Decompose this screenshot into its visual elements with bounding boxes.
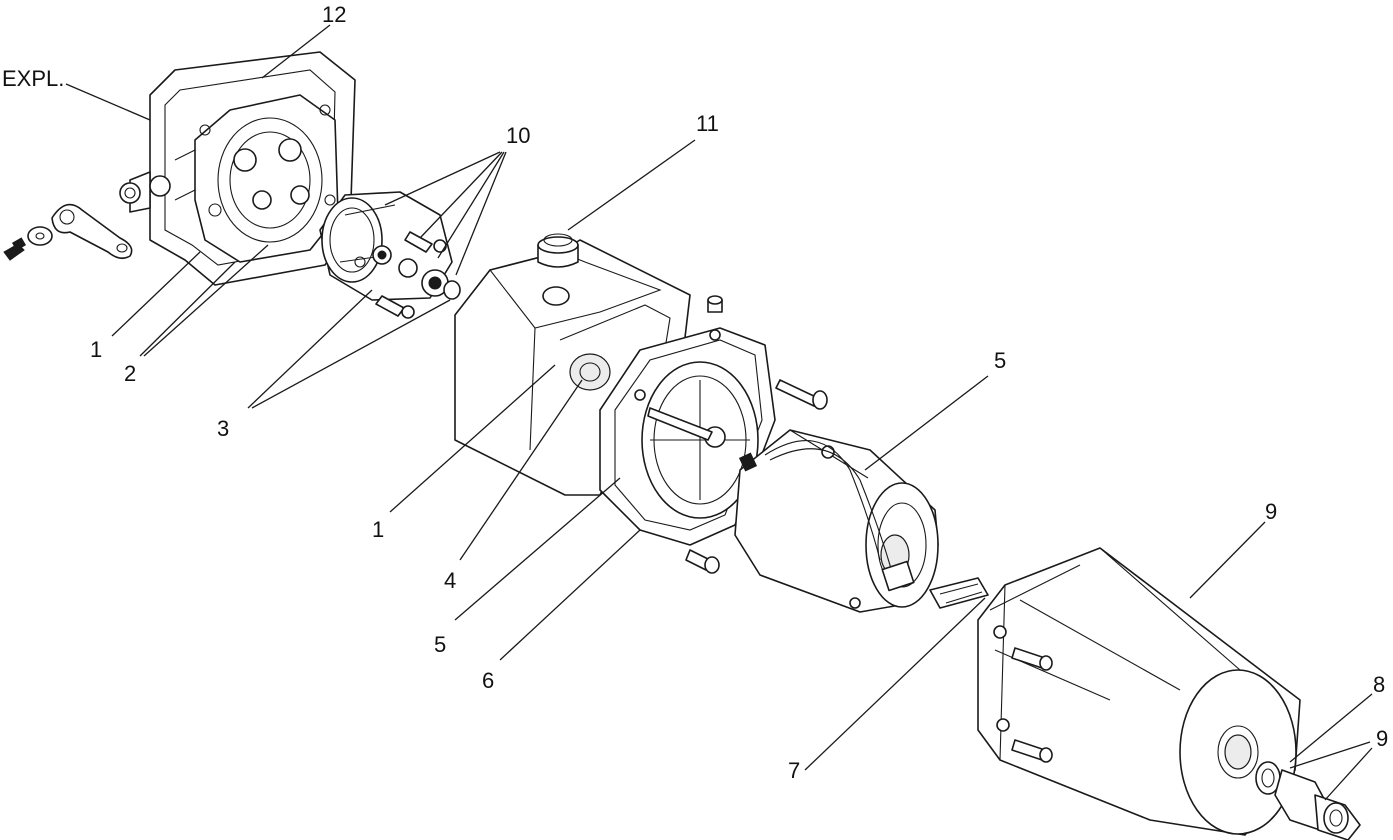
part-5-motor: [734, 429, 939, 613]
part-7-connector: [929, 577, 989, 609]
label-2: 2: [124, 361, 136, 386]
label-7: 7: [788, 758, 800, 783]
label-9-upper: 9: [1265, 499, 1277, 524]
label-9-lower: 9: [1376, 726, 1388, 751]
earth-screw-washer-lug: [3, 203, 133, 261]
part-10-pump-block: [319, 191, 461, 319]
label-6: 6: [482, 668, 494, 693]
label-expl: EXPL.: [2, 66, 64, 91]
part-9-protective-cover: [977, 547, 1301, 836]
label-5-upper: 5: [994, 348, 1006, 373]
label-12: 12: [322, 2, 346, 27]
label-5-lower: 5: [434, 632, 446, 657]
part-8-9-cable-gland: [1255, 761, 1361, 840]
label-1-upper: 1: [90, 337, 102, 362]
label-8: 8: [1373, 672, 1385, 697]
leader-lines: [65, 24, 1373, 801]
label-1-lower: 1: [372, 517, 384, 542]
part-12-cover-housing: [119, 51, 356, 286]
part-5-motor-flange: [599, 327, 828, 574]
callout-labels: EXPL. 12 10 11 1 2 3 1 4 5 5 6 7 8 9 9: [2, 2, 1388, 783]
label-10: 10: [506, 123, 530, 148]
label-11: 11: [696, 111, 719, 136]
label-3: 3: [217, 416, 229, 441]
label-4: 4: [444, 568, 456, 593]
